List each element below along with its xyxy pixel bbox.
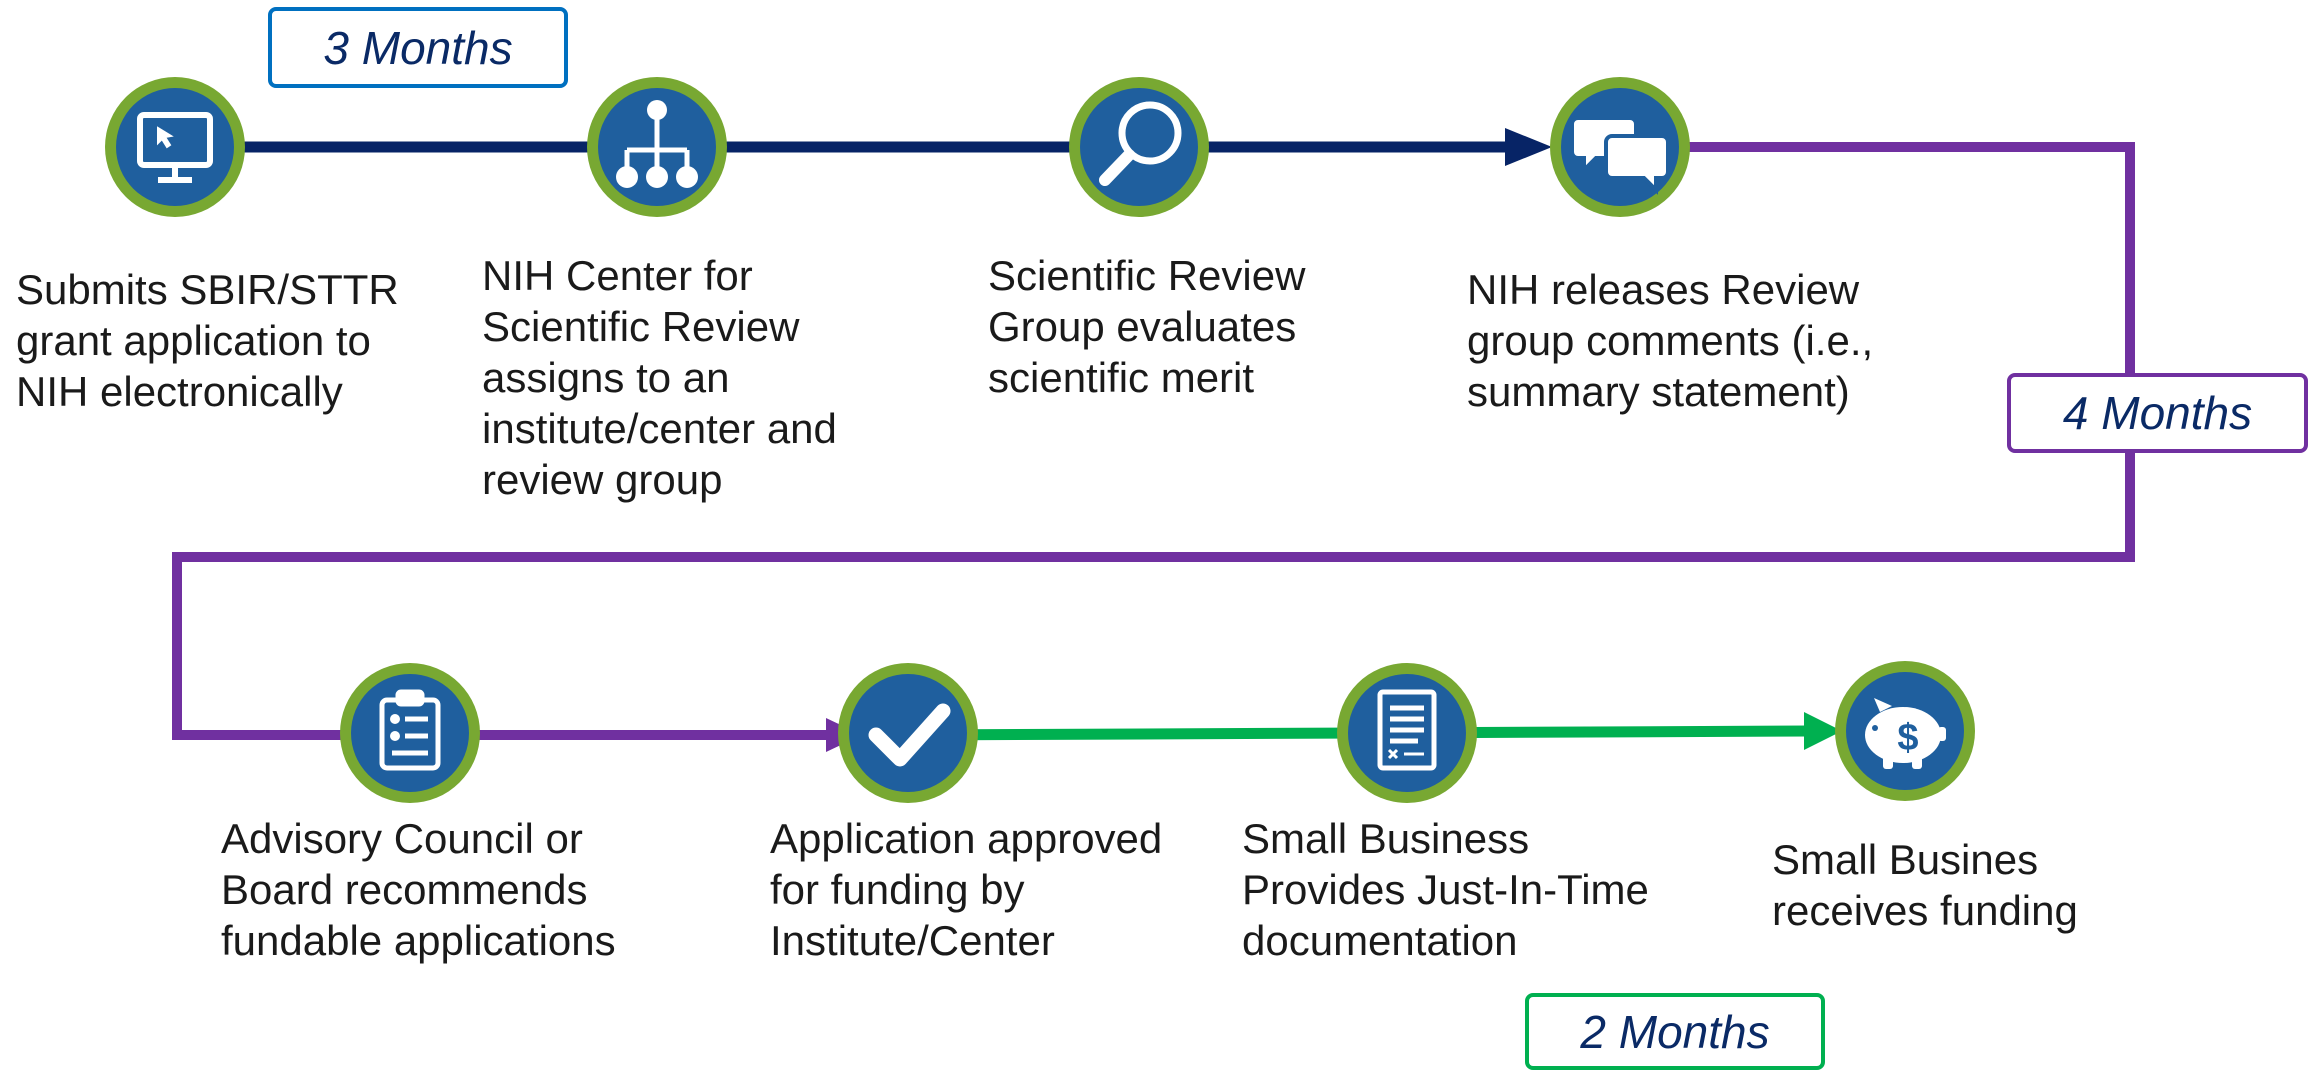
piggy-bank-icon: $ xyxy=(1865,698,1946,769)
step-4-label: NIH releases Review group comments (i.e.… xyxy=(1467,266,1874,415)
duration-box-2-months: 2 Months xyxy=(1525,993,1825,1070)
step-1-label: Submits SBIR/STTR grant application to N… xyxy=(16,266,399,415)
step-8-node: $ xyxy=(1835,661,1975,801)
org-chart-icon xyxy=(616,100,698,188)
step-1-node xyxy=(105,77,245,217)
step-7-label: Small Business Provides Just-In-Time doc… xyxy=(1242,815,1649,964)
step-8-label: Small Busines receives funding xyxy=(1772,836,2078,934)
speech-bubbles-icon xyxy=(1570,116,1670,195)
connector-line-purple xyxy=(172,142,2135,740)
step-3-label: Scientific Review Group evaluates scient… xyxy=(988,252,1306,401)
step-4-node xyxy=(1550,77,1690,217)
step-3-node xyxy=(1069,77,1209,217)
document-icon xyxy=(1377,689,1437,771)
step-5-node xyxy=(340,663,480,803)
computer-monitor-icon xyxy=(137,112,213,183)
magnifying-glass-icon xyxy=(1099,101,1182,186)
step-7-node xyxy=(1337,663,1477,803)
duration-box-3-months: 3 Months xyxy=(268,7,568,88)
svg-text:$: $ xyxy=(1897,717,1918,759)
step-2-label: NIH Center for Scientific Review assigns… xyxy=(482,252,837,503)
step-2-node xyxy=(587,77,727,217)
duration-box-4-months: 4 Months xyxy=(2007,373,2308,453)
clipboard-checklist-icon xyxy=(379,689,441,771)
step-5-label: Advisory Council or Board recommends fun… xyxy=(221,815,616,964)
arrowhead-navy xyxy=(1505,128,1552,166)
step-6-label: Application approved for funding by Inst… xyxy=(770,815,1163,964)
step-6-node xyxy=(838,663,978,803)
arrowhead-green xyxy=(1804,712,1842,750)
checkmark-icon xyxy=(868,703,951,767)
